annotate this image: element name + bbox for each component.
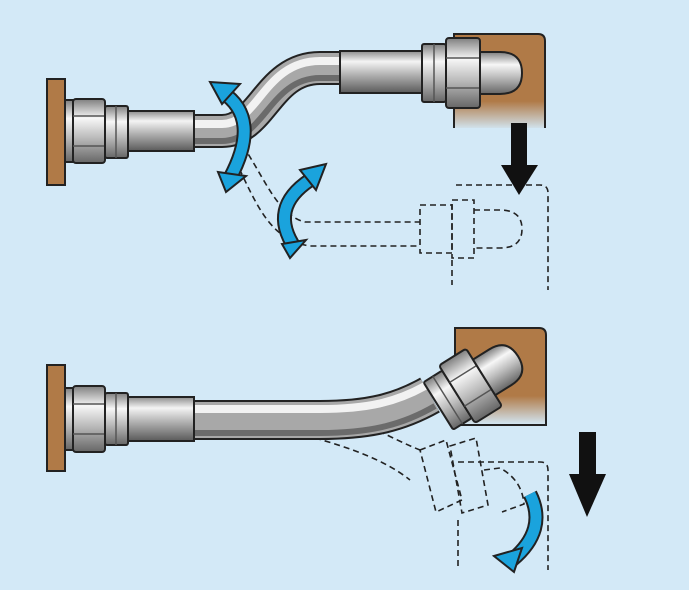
left-nut-top xyxy=(72,98,106,164)
bottom-panel xyxy=(46,327,606,574)
hose-top xyxy=(64,37,524,164)
curved-arrow-icon xyxy=(276,162,328,260)
hose-bottom xyxy=(64,344,524,453)
left-nut-bottom xyxy=(72,385,106,453)
left-wall-plate xyxy=(46,78,66,186)
curved-arrow-icon-bottom xyxy=(491,490,544,574)
down-arrow-icon xyxy=(501,123,538,195)
left-wall-plate-bottom xyxy=(46,364,66,472)
down-arrow-icon-bottom xyxy=(569,432,606,517)
top-panel xyxy=(46,33,549,290)
ghost-hose-top xyxy=(234,137,549,290)
curved-double-arrow-icon xyxy=(208,80,252,194)
